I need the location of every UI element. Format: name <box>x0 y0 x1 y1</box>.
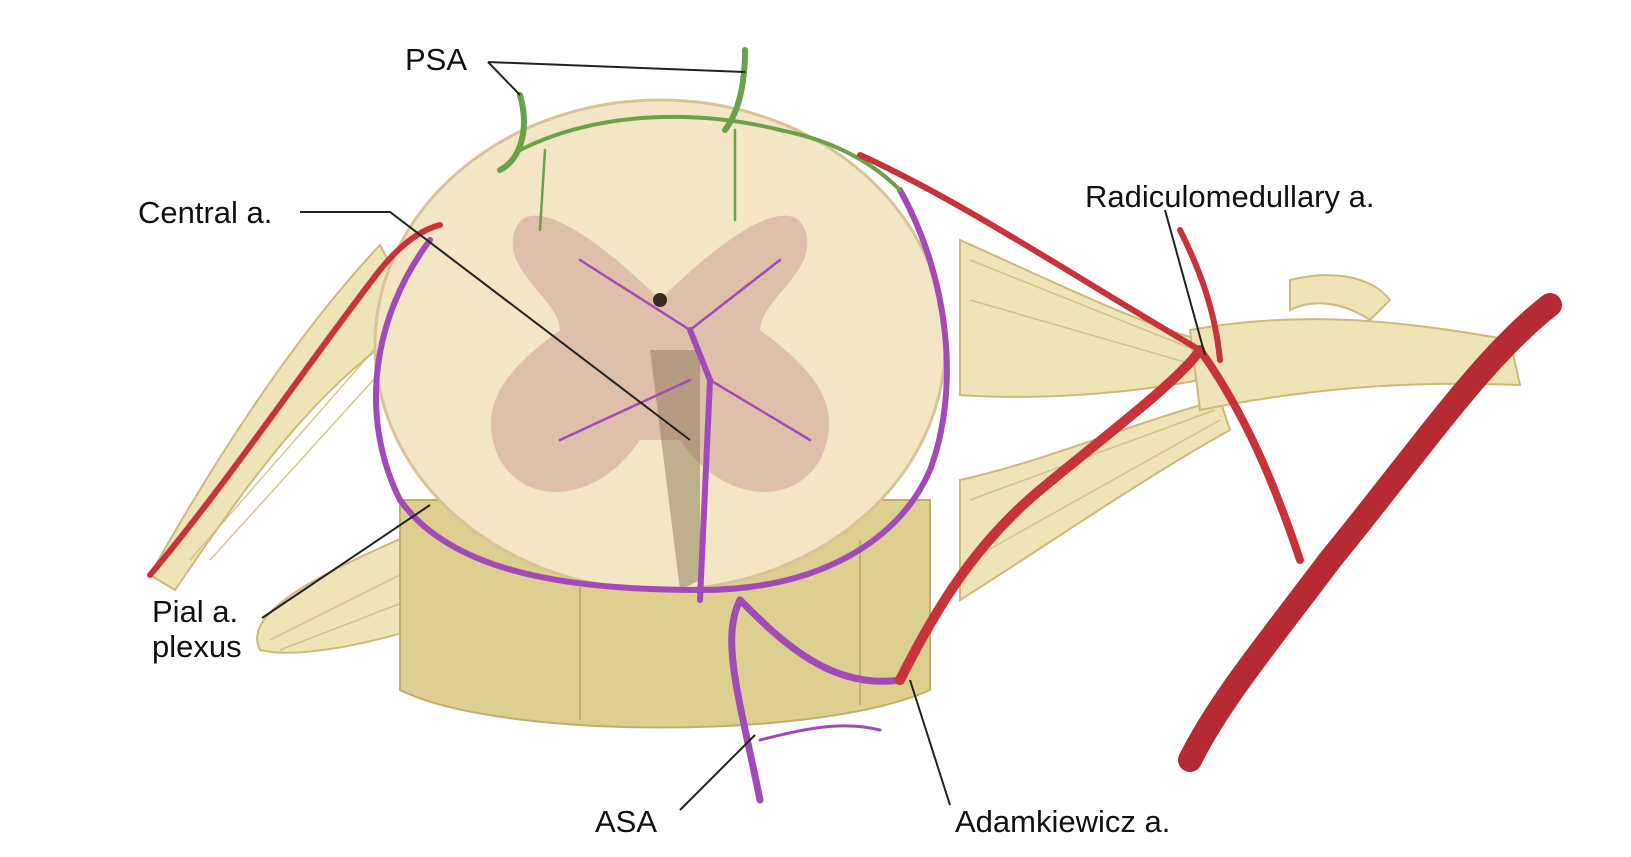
red-arteries <box>147 152 1562 772</box>
label-adamkiewicz-artery: Adamkiewicz a. <box>955 804 1171 839</box>
leader-lines <box>261 61 1206 811</box>
nerve-roots-right <box>959 238 1522 602</box>
label-pial-plexus-line1: Pial a. <box>152 594 239 629</box>
nerve-roots-left <box>148 243 442 654</box>
leader-pial <box>261 504 431 619</box>
posterior-spinal-arteries <box>497 47 902 232</box>
central-canal <box>653 293 667 307</box>
leader-asa <box>679 734 756 811</box>
cord-cross-section <box>373 98 947 592</box>
label-psa: PSA <box>405 42 468 77</box>
label-central-artery: Central a. <box>138 195 273 230</box>
label-asa: ASA <box>595 804 658 839</box>
label-pial-plexus-line2: plexus <box>152 629 242 664</box>
label-radiculomedullary-artery: Radiculomedullary a. <box>1085 179 1375 214</box>
leader-psa-right <box>487 61 746 73</box>
leader-central <box>300 211 691 441</box>
leader-adamkiewicz <box>909 679 951 806</box>
leader-radiculomedullary <box>1164 209 1206 356</box>
leader-psa-left <box>487 61 521 96</box>
purple-arteries <box>373 187 950 804</box>
